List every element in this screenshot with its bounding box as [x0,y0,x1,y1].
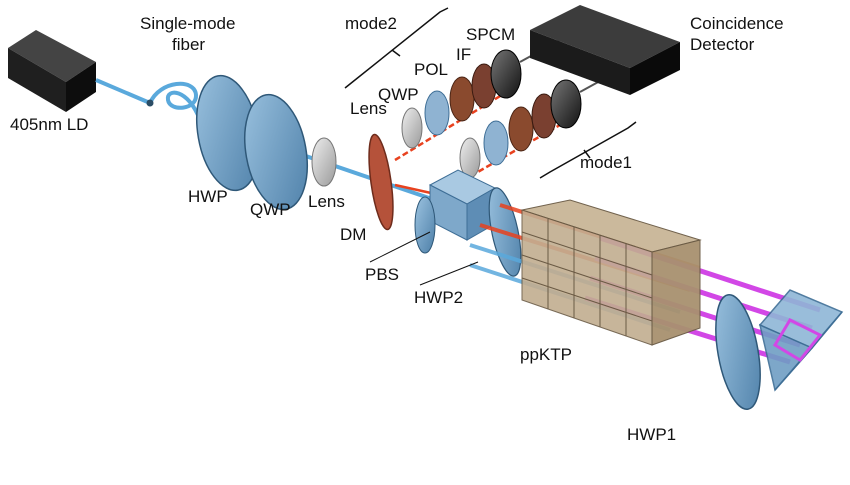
label-pointers [369,231,479,286]
label-if: IF [456,45,471,64]
mode2-brace [344,7,449,89]
pbs-side-plate [414,196,436,254]
label-hwp2: HWP2 [414,288,463,307]
polarizing-beam-splitter [428,169,497,241]
mode2-qwp [424,90,450,136]
label-lens2: Lens [350,99,387,118]
mode2-lens [401,107,423,149]
label-mode1: mode1 [580,153,632,172]
label-coinc-line1: Coincidence [690,14,784,33]
label-coinc-line2: Detector [690,35,755,54]
mode1-brace [539,121,637,179]
ppktp-crystal [520,199,702,346]
label-ppktp: ppKTP [520,345,572,364]
mode1-polarizer [508,106,534,152]
focusing-lens [311,137,337,187]
label-lens: Lens [308,192,345,211]
label-qwp2: QWP [378,85,419,104]
mode2-spcm [490,49,522,99]
quarter-wave-plate [244,93,308,211]
label-hwp1: HWP1 [627,425,676,444]
retro-prism [758,289,844,392]
mode2-polarizer [449,76,475,122]
label-spcm: SPCM [466,25,515,44]
label-qwp: QWP [250,200,291,219]
label-dm: DM [340,225,366,244]
coincidence-detector [530,5,680,95]
label-pbs: PBS [365,265,399,284]
label-fiber-line2: fiber [172,35,205,54]
label-ld: 405nm LD [10,115,88,134]
single-mode-fiber [146,81,204,124]
mode1-spcm [550,79,582,129]
label-pol: POL [414,60,448,79]
label-hwp: HWP [188,187,228,206]
laser-diode [8,30,96,112]
mode1-qwp [483,120,509,166]
half-wave-plate-1 [715,294,761,410]
dichroic-mirror [368,133,394,231]
label-fiber-line1: Single-mode [140,14,235,33]
label-mode2: mode2 [345,14,397,33]
